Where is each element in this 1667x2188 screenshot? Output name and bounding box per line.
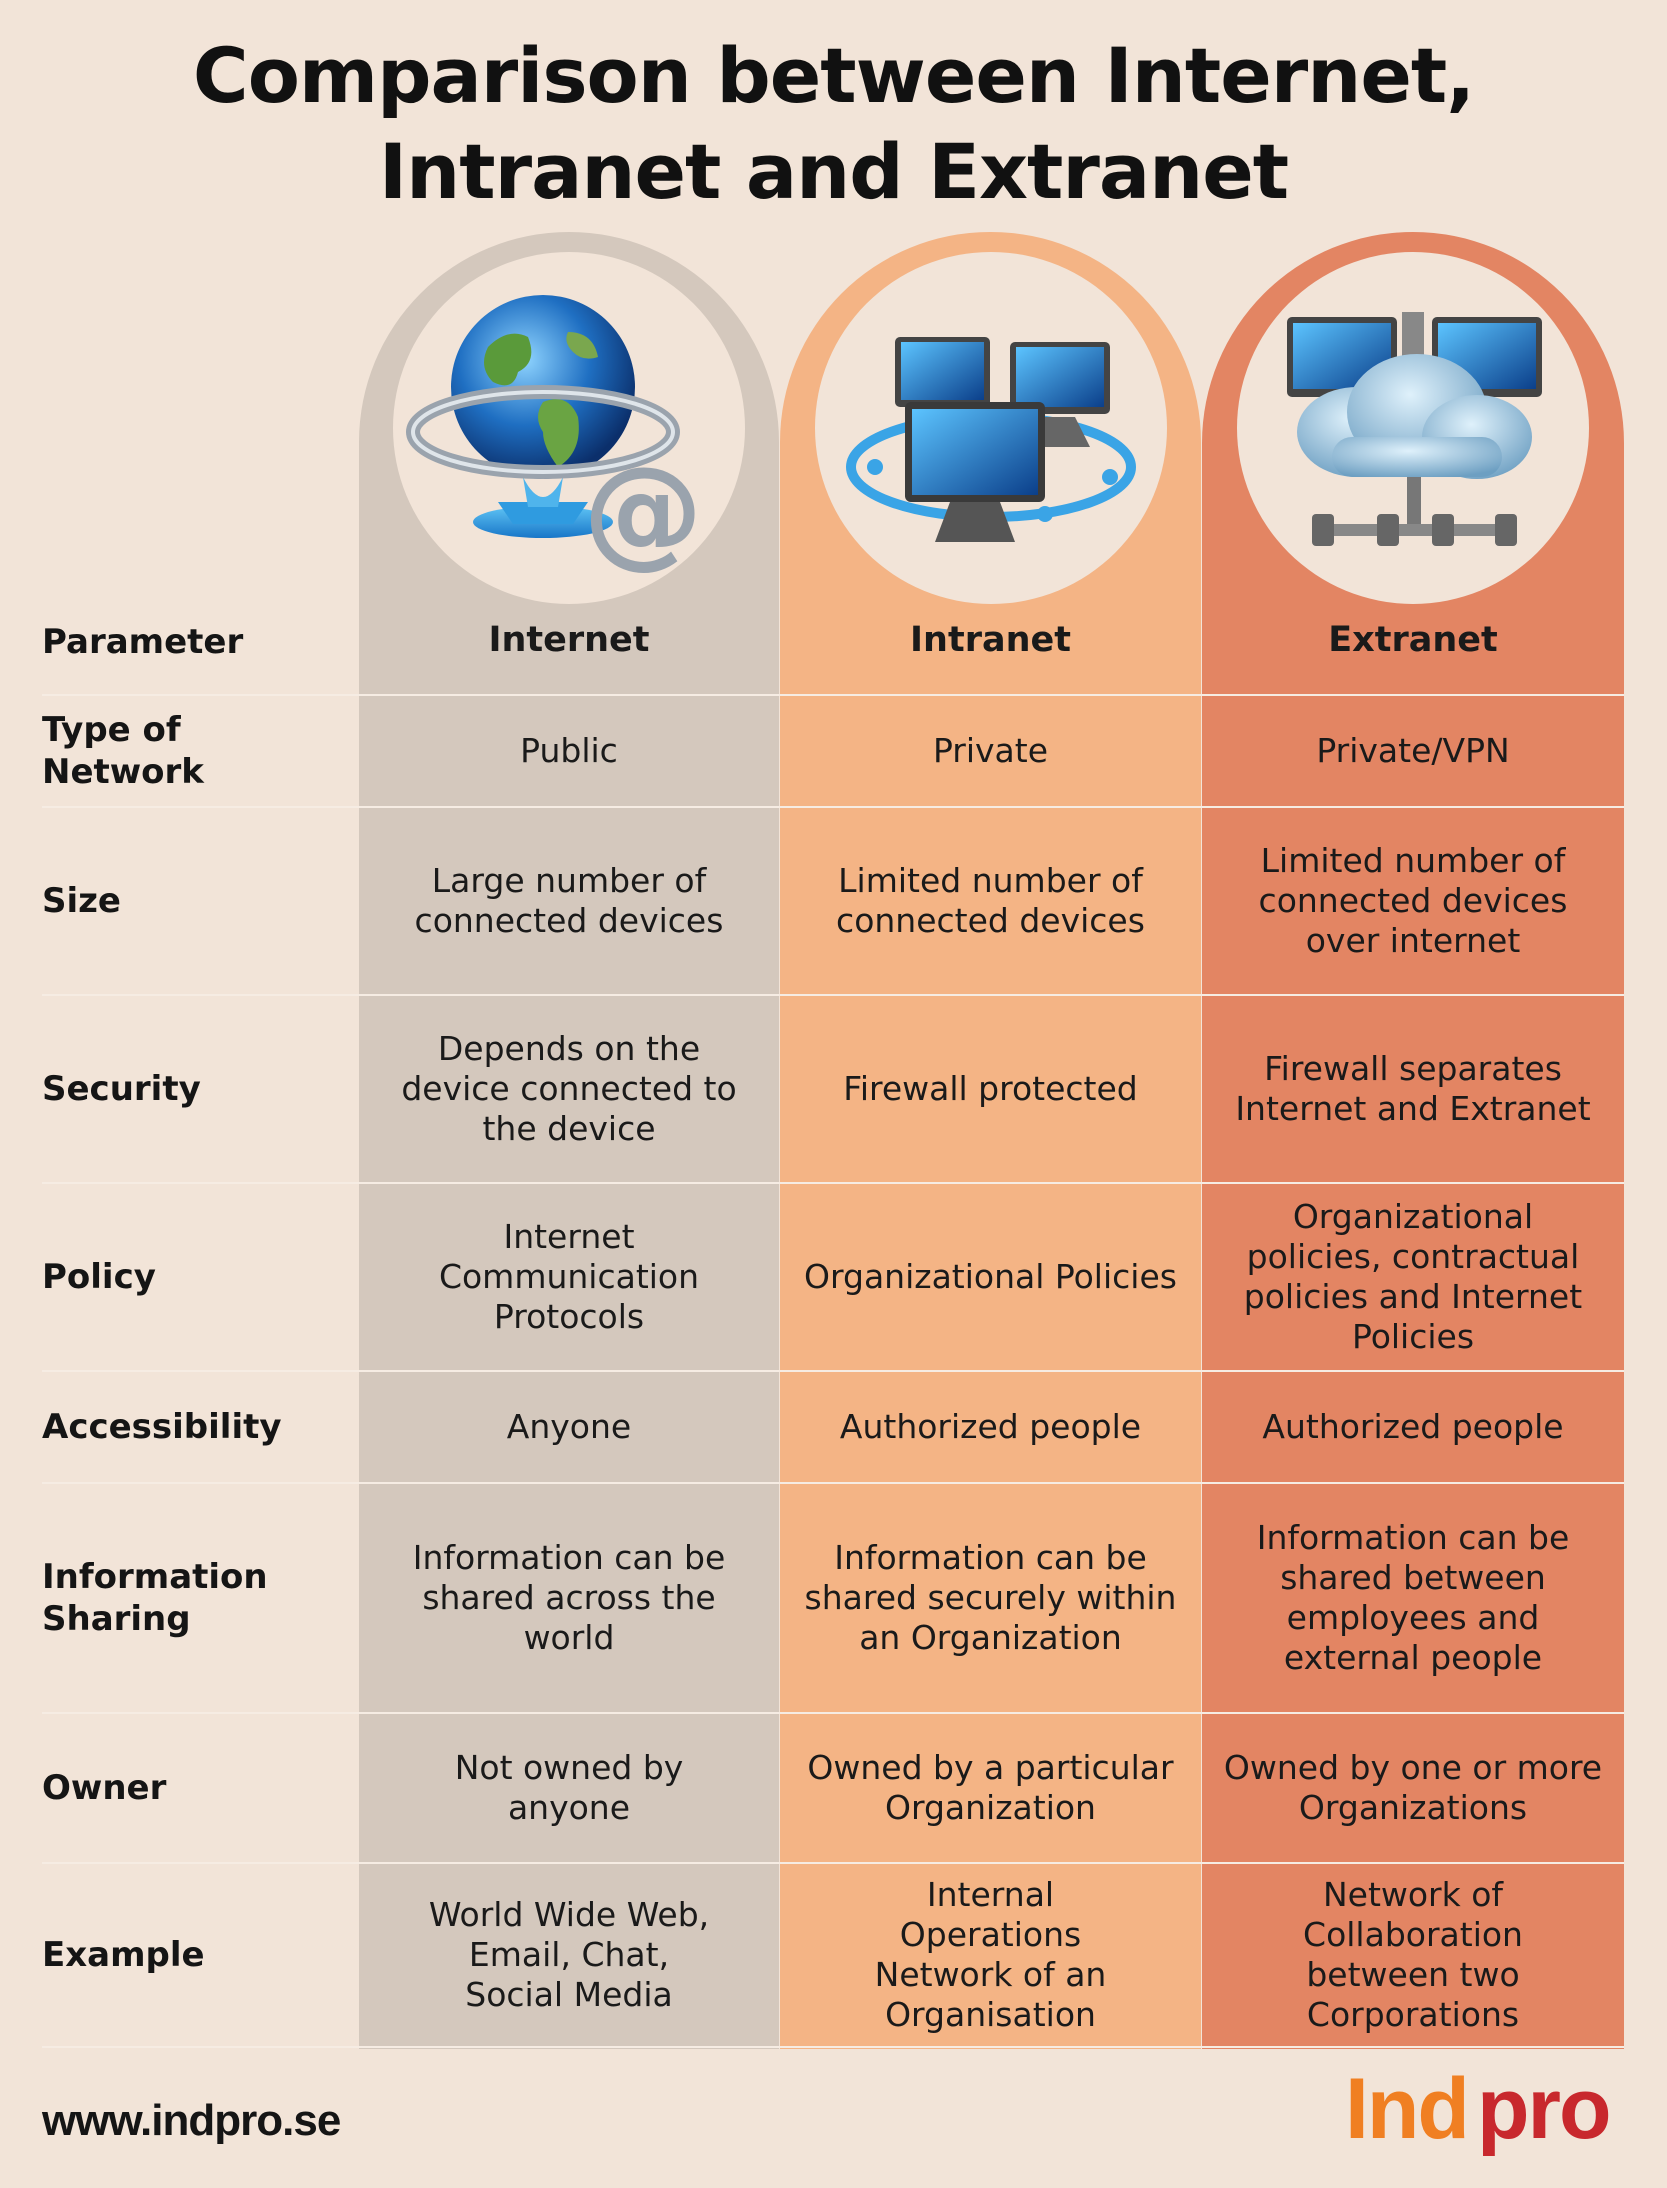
indpro-logo: Ind pro [1345,2060,1625,2174]
row-label: Accessibility [42,1407,282,1447]
extranet-cell: Network of Collaboration between two Cor… [1303,1875,1523,2034]
internet-cell: Depends on the device connected to the d… [401,1029,737,1148]
internet-cell: Information can be shared across the wor… [412,1538,726,1657]
internet-cell: Anyone [506,1407,632,1446]
row-label: Type of Network [42,710,204,792]
row-divider [42,2046,1624,2048]
svg-text:Ind: Ind [1345,2061,1468,2157]
internet-cell: Internet Communication Protocols [438,1217,700,1336]
svg-text:@: @ [583,442,703,581]
row-divider [42,1482,1624,1484]
row-divider [42,1712,1624,1714]
row-label: Security [42,1069,201,1109]
intranet-cell: Limited number of connected devices [836,861,1145,940]
extranet-icon-circle [1237,252,1589,604]
row-label: Example [42,1935,205,1975]
header-parameter: Parameter [42,622,244,662]
intranet-cell: Internal Operations Network of an Organi… [874,1875,1107,2034]
row-divider [42,1182,1624,1184]
header-intranet: Intranet [910,620,1071,660]
intranet-cell: Organizational Policies [804,1257,1177,1296]
header-extranet: Extranet [1328,620,1498,660]
row-label: Policy [42,1257,156,1297]
row-divider [42,694,1624,696]
intranet-cell: Owned by a particular Organization [807,1748,1174,1827]
extranet-cell: Authorized people [1262,1407,1564,1446]
svg-text:pro: pro [1477,2061,1610,2157]
internet-cell: Public [520,731,618,770]
internet-cell: Large number of connected devices [414,861,724,940]
row-label: Information Sharing [42,1557,268,1639]
title-line-2: Intranet and Extranet [378,127,1289,216]
footer-url[interactable]: www.indpro.se [42,2096,341,2145]
page-title: Comparison between Internet, Intranet an… [0,28,1667,220]
row-label: Owner [42,1768,167,1808]
row-divider [42,994,1624,996]
title-line-1: Comparison between Internet, [192,31,1475,120]
globe-at-icon: @ [406,295,703,581]
row-divider [42,1370,1624,1372]
internet-icon-circle: @ [393,252,745,604]
intranet-cell: Authorized people [839,1407,1142,1446]
internet-cell: Not owned by anyone [454,1748,684,1827]
intranet-cell: Information can be shared securely withi… [804,1538,1177,1657]
cloud-server-icon [1287,312,1542,546]
intranet-icon-circle [815,252,1167,604]
extranet-cell: Organizational policies, contractual pol… [1243,1197,1583,1356]
header-internet: Internet [488,620,650,660]
extranet-cell: Information can be shared between employ… [1256,1518,1570,1677]
intranet-cell: Private [932,731,1049,770]
row-divider [42,806,1624,808]
intranet-cell: Firewall protected [843,1069,1138,1108]
networked-computers-icon [846,337,1136,542]
extranet-cell: Firewall separates Internet and Extranet [1235,1049,1591,1128]
extranet-cell: Private/VPN [1316,731,1510,770]
row-divider [42,1862,1624,1864]
row-label: Size [42,881,121,921]
extranet-cell: Owned by one or more Organizations [1223,1748,1603,1827]
internet-cell: World Wide Web, Email, Chat, Social Medi… [428,1895,710,2014]
extranet-cell: Limited number of connected devices over… [1258,841,1568,960]
